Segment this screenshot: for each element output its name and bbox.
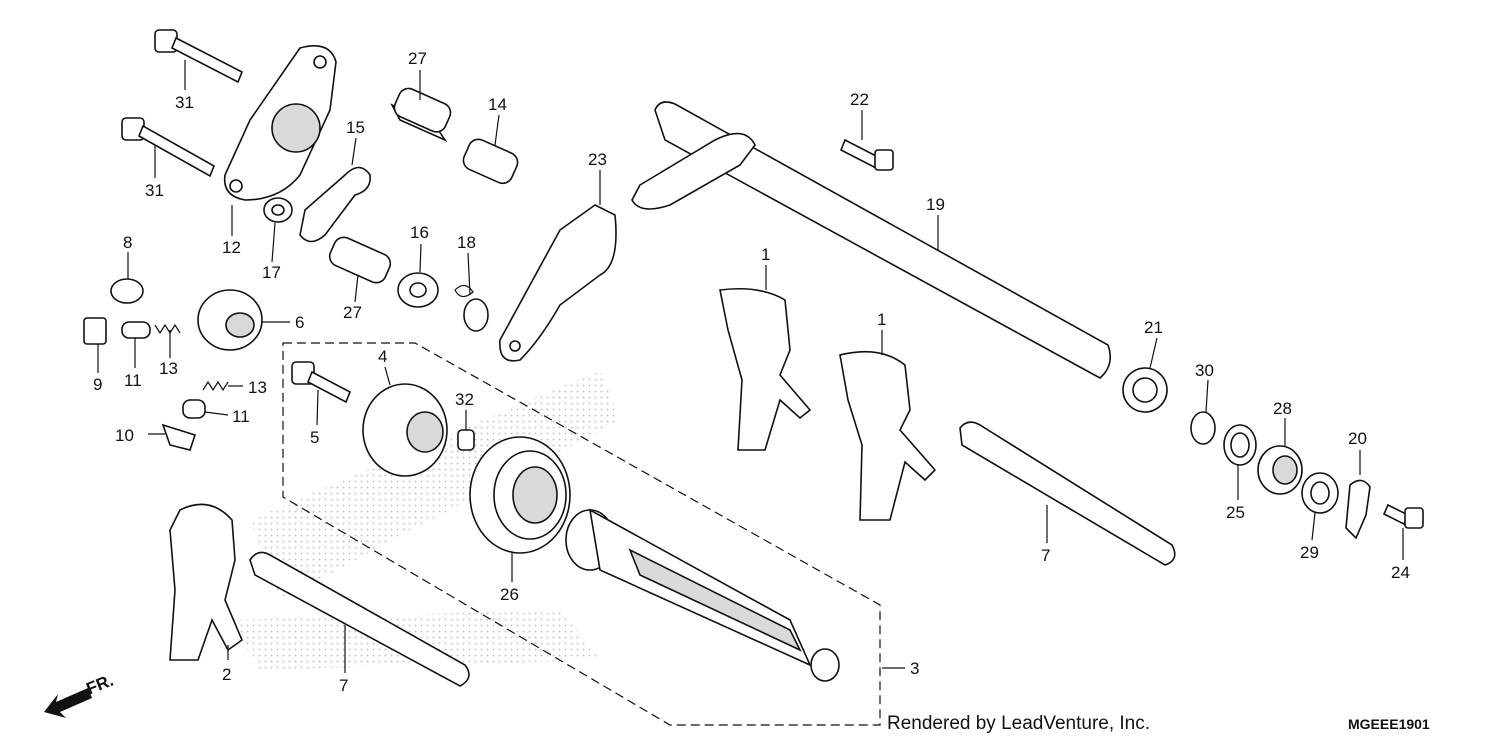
callout-26: 26: [500, 585, 519, 604]
callout-31-lower: 31: [145, 181, 164, 200]
callout-13-upper: 13: [159, 359, 178, 378]
callout-31-upper: 31: [175, 93, 194, 112]
bearing-28: [1257, 445, 1303, 495]
callout-2: 2: [222, 665, 231, 684]
spring-13-upper: [154, 323, 181, 335]
pin-11-lower: [182, 399, 206, 419]
leader-lines: [97, 60, 1404, 673]
bolt-31-upper: [154, 29, 244, 84]
fork-shaft-7-upper: [959, 421, 1176, 566]
front-direction-arrow-icon: FR.: [44, 671, 116, 718]
callout-24: 24: [1391, 563, 1410, 582]
callout-1-right: 1: [877, 310, 886, 329]
callout-29: 29: [1300, 543, 1319, 562]
callout-5: 5: [310, 428, 319, 447]
callout-11-lower: 11: [232, 407, 250, 426]
callout-3: 3: [910, 659, 919, 678]
shift-arm-20: [1345, 479, 1371, 540]
callout-19: 19: [926, 195, 945, 214]
shift-fork-1-left: [719, 287, 812, 451]
pin-32: [457, 429, 475, 451]
callout-7-upper: 7: [1041, 546, 1050, 565]
diagram-code: MGEEE1901: [1348, 716, 1430, 732]
shift-drum-3: [565, 508, 840, 682]
callout-23: 23: [588, 150, 607, 169]
drum-center-4: [362, 383, 448, 477]
pin-9: [83, 317, 107, 345]
callout-12: 12: [222, 238, 241, 257]
callout-27-upper: 27: [408, 49, 427, 68]
plate-10: [161, 423, 197, 451]
callout-25: 25: [1226, 503, 1245, 522]
shift-shaft-19: [631, 101, 1111, 379]
spring-18: [454, 284, 489, 332]
callout-1-left: 1: [761, 245, 770, 264]
fork-shaft-7-lower: [249, 551, 470, 687]
nut-8: [110, 278, 144, 304]
callout-13-lower: 13: [248, 378, 267, 397]
pin-11-upper: [121, 321, 151, 339]
callout-8: 8: [123, 233, 132, 252]
callout-9: 9: [93, 375, 102, 394]
bearing-26: [469, 436, 571, 554]
circlip-30: [1190, 411, 1216, 445]
callout-22: 22: [850, 90, 869, 109]
callout-18: 18: [457, 233, 476, 252]
bolt-24: [1382, 503, 1424, 529]
callout-27-lower: 27: [343, 303, 362, 322]
callout-20: 20: [1348, 429, 1367, 448]
callout-17: 17: [262, 263, 281, 282]
direction-label: FR.: [84, 671, 117, 699]
callout-14: 14: [488, 95, 507, 114]
shift-fork-2: [169, 503, 243, 661]
callout-4: 4: [378, 347, 387, 366]
callout-7-lower: 7: [339, 676, 348, 695]
bolt-31-lower: [121, 117, 216, 178]
callout-labels: 31 31 12 17 15 27 14 23 16 18 27 8 6 9 1…: [93, 49, 1410, 695]
collar-14: [462, 138, 519, 185]
collar-27-lower: [328, 236, 392, 284]
assembly-outline-3: [282, 342, 881, 726]
drum-center-6: [197, 289, 263, 351]
callout-11-upper: 11: [124, 371, 142, 390]
stopper-arm-15: [299, 166, 372, 243]
shift-plate-23: [499, 204, 617, 362]
callout-6: 6: [295, 313, 304, 332]
callout-32: 32: [455, 390, 474, 409]
bolt-5: [291, 361, 352, 404]
shift-fork-1-right: [839, 350, 937, 521]
callout-30: 30: [1195, 361, 1214, 380]
spring-13-lower: [202, 380, 229, 392]
callout-15: 15: [346, 118, 365, 137]
spring-21: [1122, 367, 1168, 413]
bolt-22: [839, 138, 894, 171]
render-credit: Rendered by LeadVenture, Inc.: [887, 713, 1151, 734]
callout-21: 21: [1144, 318, 1163, 337]
callout-10: 10: [115, 426, 134, 445]
callout-16: 16: [410, 223, 429, 242]
callout-28: 28: [1273, 399, 1292, 418]
